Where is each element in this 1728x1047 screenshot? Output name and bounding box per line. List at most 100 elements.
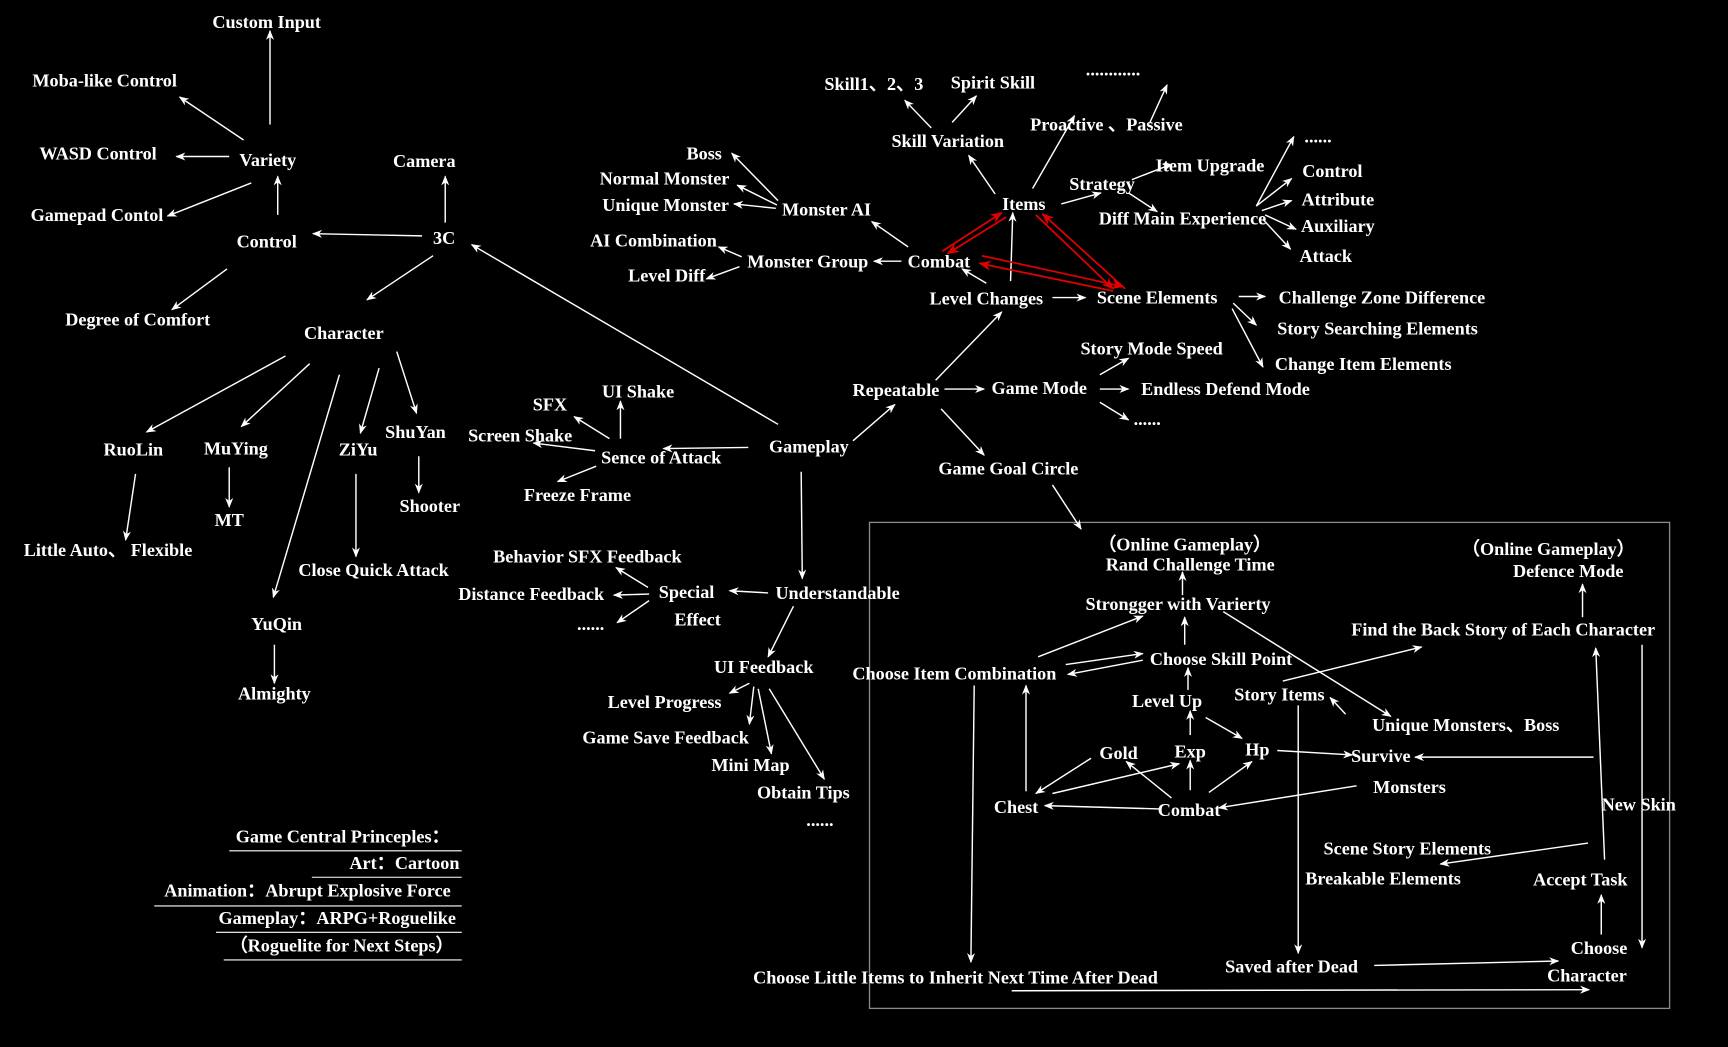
arrow <box>1051 484 1082 530</box>
spirit-skill-node: Spirit Skill <box>951 73 1035 93</box>
highlight-arrow <box>978 260 1114 292</box>
monsters-node: Monsters <box>1373 777 1446 797</box>
animation-node: Animation：Abrupt Explosive Force <box>164 881 450 901</box>
effect-node: Effect <box>674 609 720 629</box>
choose-node: Choose <box>1571 938 1628 958</box>
wasd-control-node: WASD Control <box>39 143 156 163</box>
back-story-node: Find the Back Story of Each Character <box>1351 619 1655 639</box>
highlight-arrow <box>1041 212 1126 290</box>
control-node: Control <box>237 231 297 251</box>
ui-shake-node: UI Shake <box>602 381 674 401</box>
arrow <box>852 403 896 442</box>
art-node: Art：Cartoon <box>349 853 459 873</box>
proactive-passive-node: Proactive 、Passive <box>1030 115 1183 135</box>
close-quick-attack-node: Close Quick Attack <box>298 560 449 580</box>
freeze-frame-node: Freeze Frame <box>524 485 631 505</box>
choose-item-combination-node: Choose Item Combination <box>852 663 1056 683</box>
arrow <box>968 154 996 195</box>
gameplay-node: Gameplay：ARPG+Roguelike <box>218 908 455 928</box>
skill-variation-node: Skill Variation <box>891 131 1004 151</box>
arrow <box>904 99 932 129</box>
exp-node: Exp <box>1175 742 1206 762</box>
monster-ai-node: Monster AI <box>782 199 871 219</box>
arrow <box>1217 785 1357 811</box>
chest-node: Chest <box>994 797 1038 817</box>
arrow <box>1232 302 1258 326</box>
special-more-node: ...... <box>577 614 604 634</box>
scene-story-node: Scene Story Elements <box>1324 839 1492 859</box>
arrow <box>940 408 985 456</box>
arrow <box>1282 645 1423 682</box>
screen-shake-node: Screen Shake <box>468 425 572 445</box>
attack-node: Attack <box>1300 246 1353 266</box>
arrow <box>272 374 341 599</box>
roguelike-loop-frame <box>868 521 1671 1010</box>
character-node: Character <box>1547 965 1627 985</box>
unique-monsters-boss-node: Unique Monsters、Boss <box>1372 715 1559 735</box>
arrow <box>1065 650 1144 666</box>
arrow <box>935 311 1003 381</box>
arrow <box>532 440 596 452</box>
ziyu-node: ZiYu <box>339 440 378 460</box>
new-skin-node: New Skin <box>1602 795 1676 815</box>
arrow <box>1329 696 1347 715</box>
arrow <box>717 246 742 258</box>
arrow <box>1148 83 1168 124</box>
arrow <box>798 471 807 580</box>
boss-node: Boss <box>687 143 722 163</box>
arrow <box>728 682 750 694</box>
control-type-node: Control <box>1302 161 1362 181</box>
behavior-sfx-node: Behavior SFX Feedback <box>493 547 682 567</box>
inherit-node: Choose Little Items to Inherit Next Time… <box>753 968 1158 988</box>
saved-after-dead-node: Saved after Dead <box>1225 957 1358 977</box>
arrow <box>1128 192 1158 213</box>
arrow <box>1261 199 1293 212</box>
custom-input-node: Custom Input <box>212 12 321 32</box>
breakable-node: Breakable Elements <box>1305 868 1461 888</box>
arrow <box>736 184 778 206</box>
highlight-arrow <box>1035 214 1114 290</box>
character-node: Character <box>304 323 384 343</box>
arrow <box>768 688 825 781</box>
auxiliary-node: Auxiliary <box>1301 216 1375 236</box>
arrow <box>366 255 434 301</box>
change-item-node: Change Item Elements <box>1275 354 1452 374</box>
game-mode-node: Game Mode <box>992 378 1087 398</box>
highlight-arrow <box>946 216 1007 255</box>
arrow <box>662 444 749 453</box>
ruolin-node: RuoLin <box>104 440 164 460</box>
challenge-zone-node: Challenge Zone Difference <box>1279 288 1486 308</box>
level-progress-node: Level Progress <box>608 692 722 712</box>
arrow <box>1052 761 1181 795</box>
items-node: Items <box>1002 194 1045 214</box>
ai-combination-node: AI Combination <box>590 230 717 250</box>
arrow <box>166 182 252 217</box>
arrow <box>178 96 244 141</box>
strategy-node: Strategy <box>1069 174 1135 194</box>
arrow <box>123 473 137 542</box>
arrow <box>870 220 909 248</box>
little-auto-node: Little Auto、 Flexible <box>24 540 193 560</box>
arrow <box>1099 357 1130 376</box>
rand-challenge-node: Rand Challenge Time <box>1106 554 1275 574</box>
highlight-arrow <box>981 254 1125 290</box>
endless-defend-node: Endless Defend Mode <box>1141 379 1310 399</box>
gameplay-node: Gameplay <box>769 436 849 456</box>
scene-elements-node: Scene Elements <box>1097 288 1218 308</box>
arrow <box>145 355 286 433</box>
level-up-node: Level Up <box>1132 691 1202 711</box>
ui-more-node: ...... <box>806 810 833 830</box>
mode-more-node: ...... <box>1134 409 1161 429</box>
online2-node: （Online Gameplay） <box>1462 539 1635 559</box>
survive-node: Survive <box>1351 746 1411 766</box>
arrow <box>966 685 976 964</box>
arrow <box>359 367 380 435</box>
story-searching-node: Story Searching Elements <box>1277 319 1478 339</box>
arrow <box>396 351 418 415</box>
arrow <box>1222 611 1392 717</box>
obtain-tips-node: Obtain Tips <box>757 782 850 802</box>
arrow <box>171 268 228 311</box>
arrow <box>732 200 776 210</box>
arrow <box>1255 135 1295 207</box>
arrow <box>1277 749 1354 759</box>
